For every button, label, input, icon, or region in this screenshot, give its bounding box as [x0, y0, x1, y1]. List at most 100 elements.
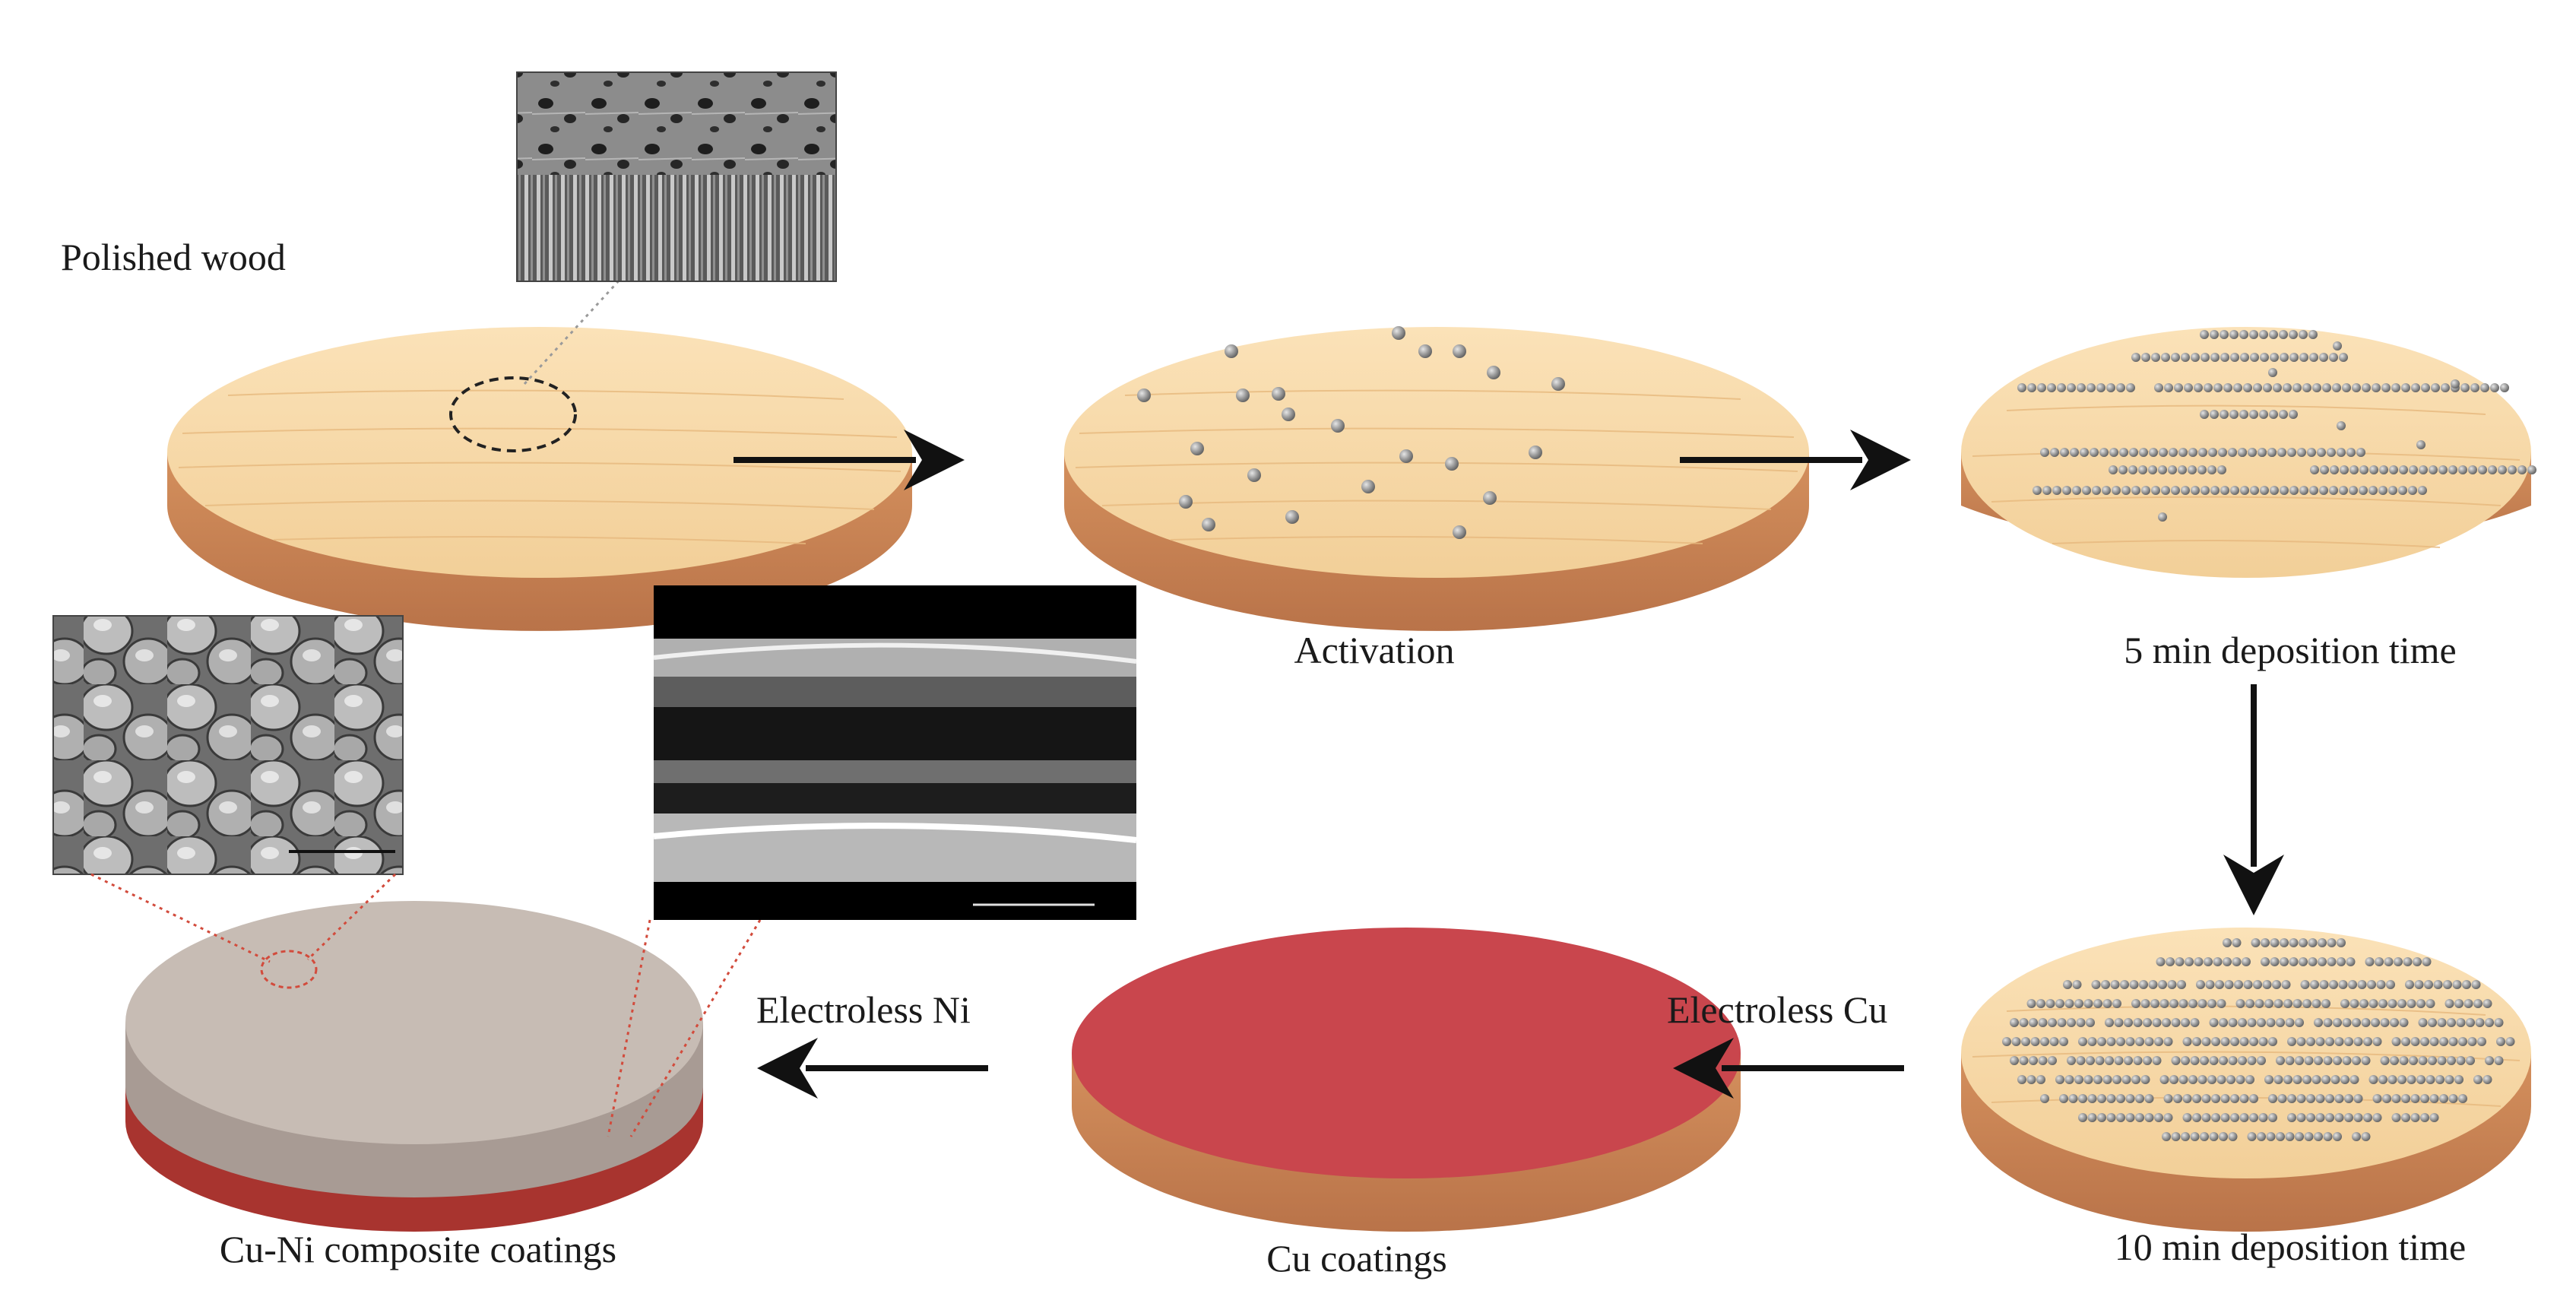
particle [2102, 1075, 2112, 1084]
particle [2220, 1113, 2230, 1122]
label-10-min: 10 min deposition time [2114, 1226, 2467, 1268]
particle [2437, 1018, 2447, 1027]
particle [2099, 448, 2109, 457]
particle [2162, 1132, 2171, 1141]
particle [2247, 1018, 2257, 1027]
particle [2238, 448, 2247, 457]
particle [2163, 1113, 2173, 1122]
particle [2372, 383, 2381, 392]
particle [2429, 1037, 2439, 1046]
particle [2109, 448, 2118, 457]
particle [2494, 1056, 2504, 1065]
particle [2074, 999, 2083, 1008]
particle [2220, 410, 2229, 419]
particle [2092, 486, 2101, 495]
particle [2253, 383, 2262, 392]
particle [2181, 353, 2190, 362]
particle [2245, 999, 2254, 1008]
particle [2248, 448, 2257, 457]
particle [2230, 1094, 2239, 1103]
particle [2276, 1056, 2285, 1065]
particle [2283, 999, 2292, 1008]
particle [2082, 486, 2091, 495]
particle [2070, 448, 2079, 457]
particle [2289, 957, 2299, 966]
particle [2135, 1094, 2144, 1103]
particle [2416, 440, 2425, 449]
particle [2161, 353, 2170, 362]
particle [2325, 1113, 2334, 1122]
particle [2306, 1094, 2315, 1103]
particle [2131, 1075, 2140, 1084]
particle [2250, 486, 2259, 495]
particle [2036, 999, 2045, 1008]
particle [2485, 1018, 2494, 1027]
particle [2311, 999, 2321, 1008]
particle [2333, 1132, 2342, 1141]
particle [2319, 353, 2328, 362]
particle [2230, 1113, 2239, 1122]
particle [2485, 1056, 2494, 1065]
particle [2249, 1094, 2258, 1103]
particle [2102, 999, 2112, 1008]
sem-image-surface [52, 615, 404, 875]
particle [2150, 999, 2159, 1008]
particle [2437, 1056, 2447, 1065]
particle [2208, 448, 2217, 457]
particle [2325, 1037, 2334, 1046]
particle [2268, 1113, 2277, 1122]
particle [2218, 448, 2227, 457]
particle [2287, 1037, 2296, 1046]
particle [2158, 512, 2167, 522]
particle [2240, 353, 2249, 362]
particle [2181, 1132, 2190, 1141]
particle [2042, 486, 2052, 495]
particle [2247, 1056, 2257, 1065]
particle [2126, 383, 2135, 392]
particle [2320, 465, 2329, 474]
particle [2182, 1037, 2192, 1046]
particle [1418, 344, 1432, 358]
particle [2359, 465, 2368, 474]
particle [2125, 1094, 2135, 1103]
particle [2391, 1113, 2401, 1122]
particle [2260, 486, 2269, 495]
particle [2304, 1056, 2314, 1065]
particle [2129, 980, 2139, 989]
particle [2257, 1018, 2266, 1027]
particle [2329, 353, 2338, 362]
particle [2473, 1075, 2483, 1084]
particle [2429, 465, 2438, 474]
particle [2289, 410, 2298, 419]
particle [2498, 465, 2507, 474]
particle [2139, 980, 2148, 989]
particle [2401, 1113, 2410, 1122]
particle [2200, 1056, 2209, 1065]
particle [2494, 1018, 2504, 1027]
particle [2059, 1037, 2068, 1046]
particle [2317, 448, 2326, 457]
particle [2327, 938, 2337, 947]
particle [2162, 1018, 2171, 1027]
particle [2159, 448, 2168, 457]
particle [2416, 999, 2425, 1008]
particle [1190, 442, 1204, 455]
label-cu-coatings: Cu coatings [1266, 1237, 1447, 1280]
particle [2178, 999, 2188, 1008]
particle [2220, 486, 2229, 495]
particle [2490, 383, 2499, 392]
particle [2413, 957, 2422, 966]
particle [2378, 999, 2387, 1008]
particle [2438, 465, 2448, 474]
particle [2470, 383, 2479, 392]
particle [2207, 1075, 2216, 1084]
particle [2471, 980, 2481, 989]
particle [2289, 330, 2298, 339]
particle [2428, 1056, 2437, 1065]
particle [2376, 980, 2386, 989]
particle [2295, 1132, 2304, 1141]
particle [2188, 1075, 2197, 1084]
particle [2106, 1094, 2116, 1103]
particle [1392, 326, 1405, 340]
